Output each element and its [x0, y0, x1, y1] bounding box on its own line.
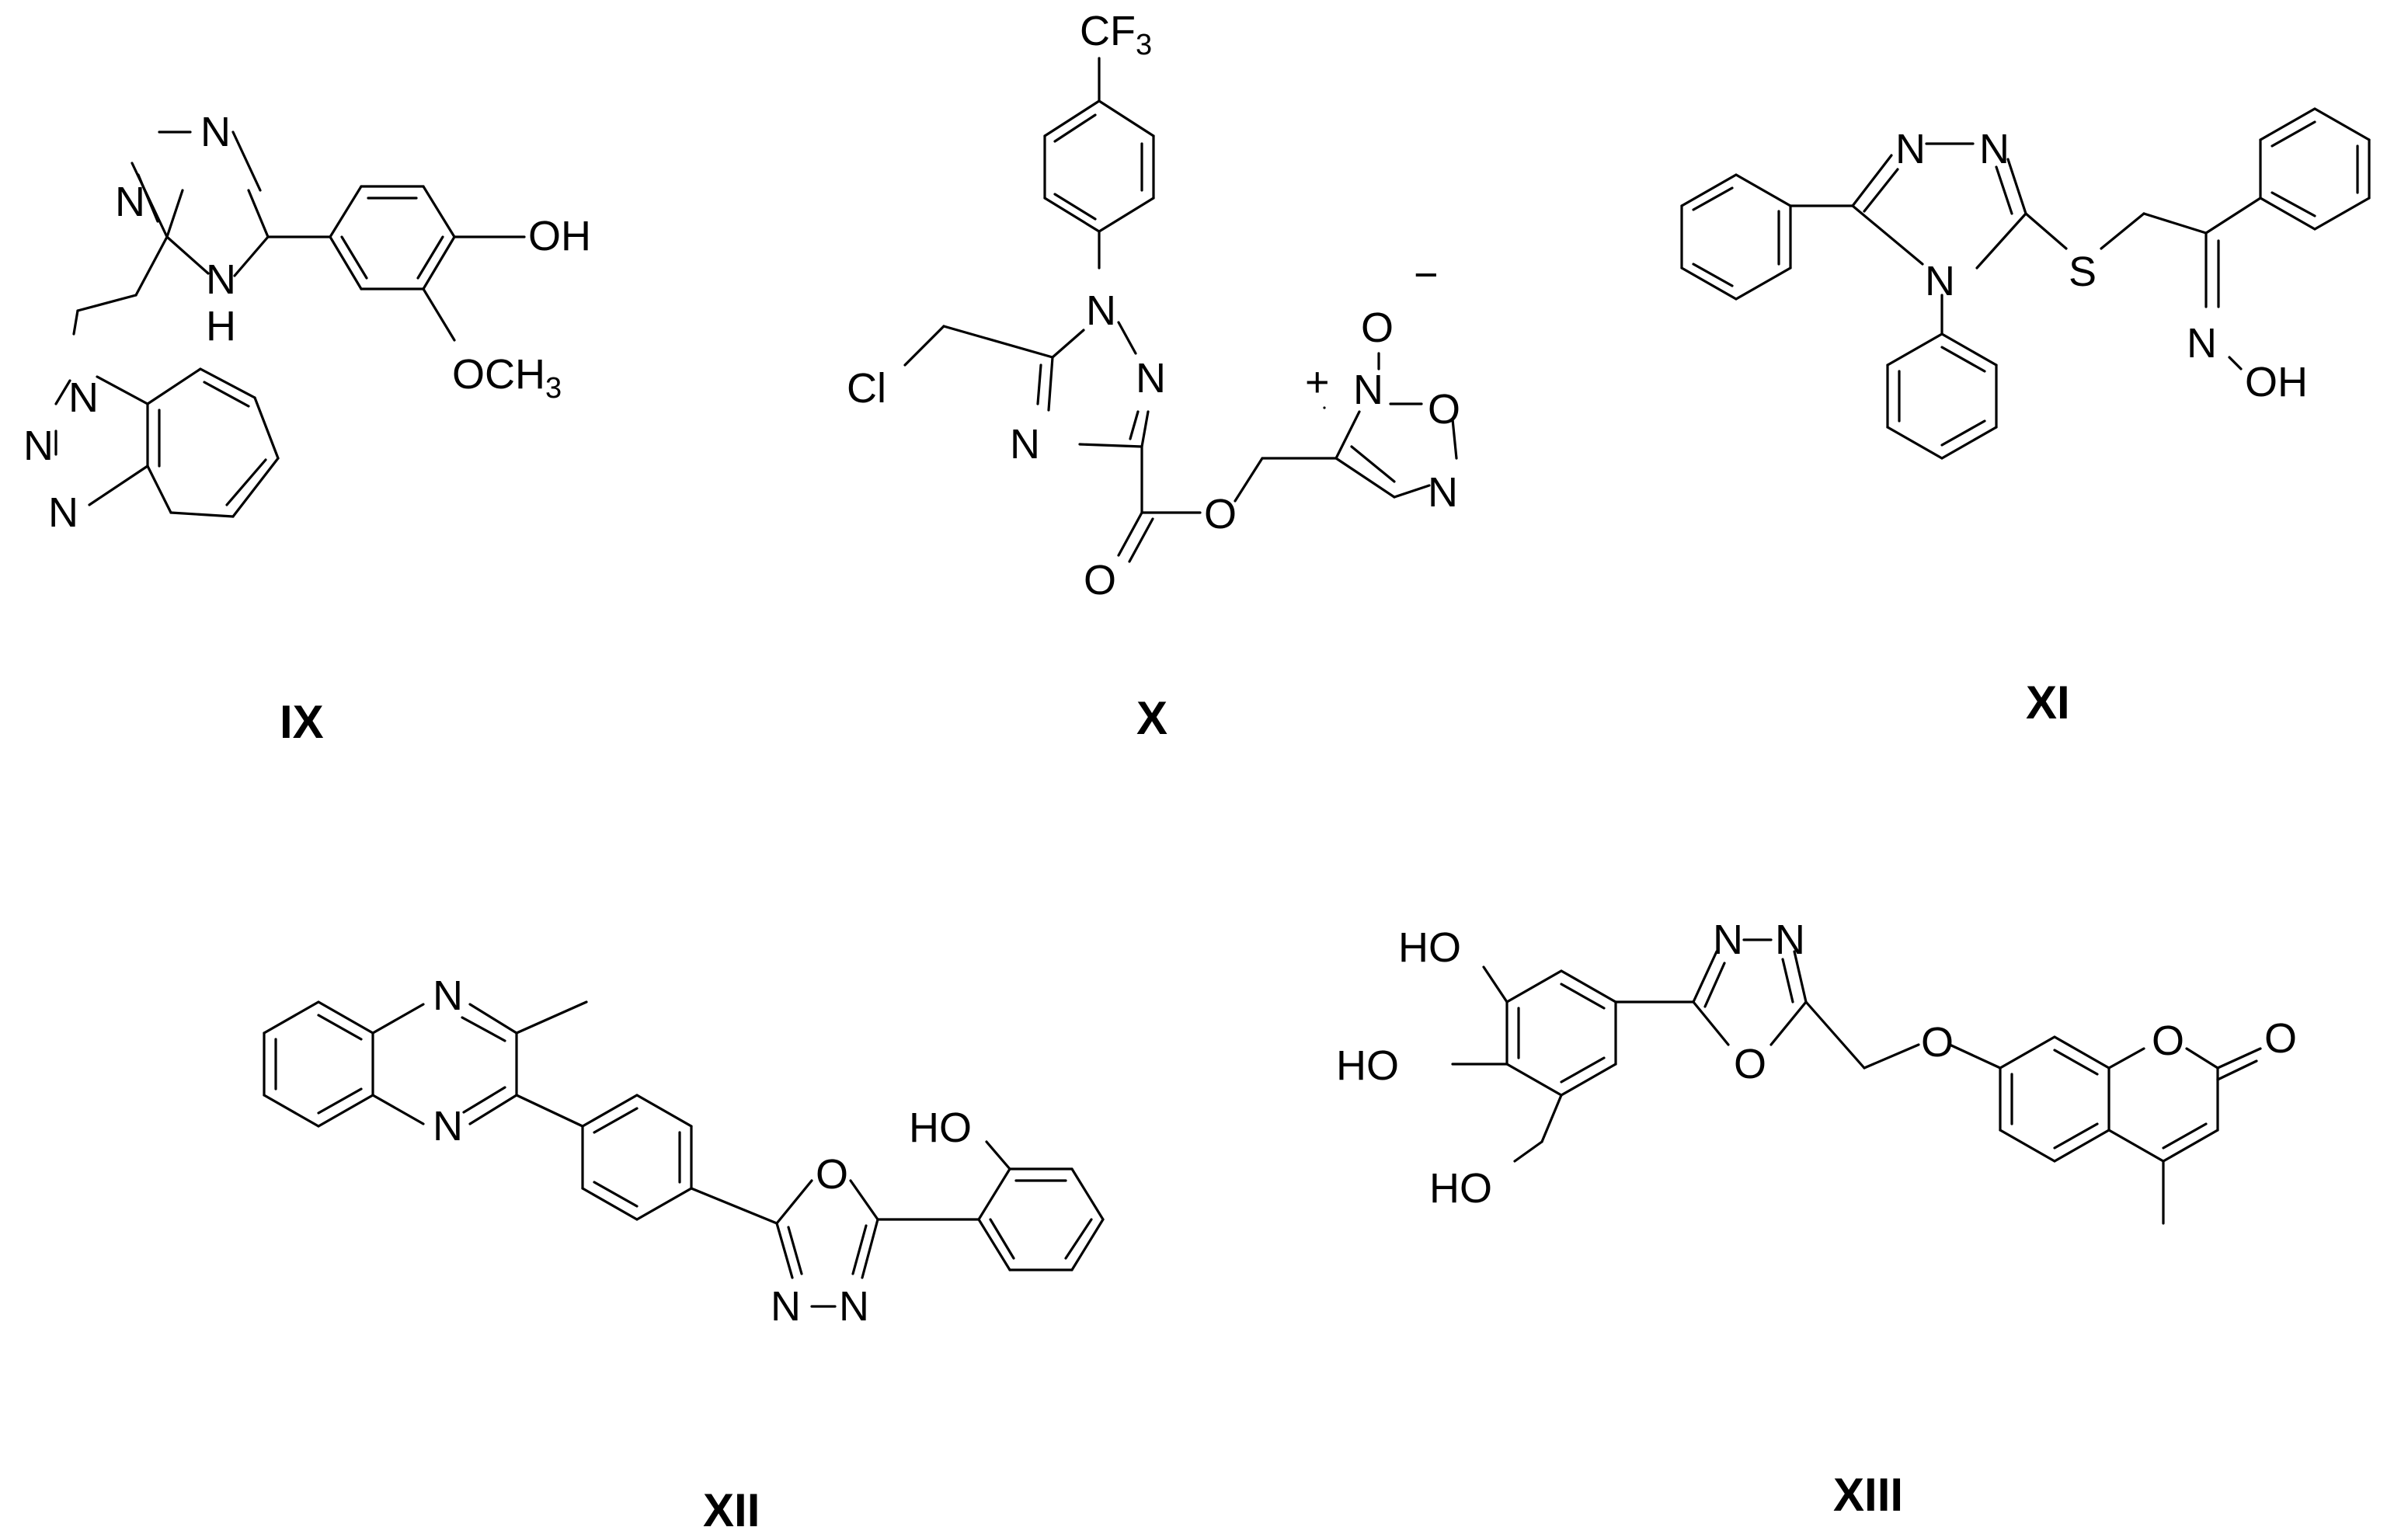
compound-xiii-atom-labels: HO HO HO N N O O O O — [1336, 917, 2297, 1212]
atom-o-ester: O — [1204, 491, 1237, 537]
atom-n: N — [1713, 917, 1743, 963]
atom-n: N — [1136, 355, 1166, 402]
compound-label-xi: XI — [2026, 677, 2070, 729]
compound-xii-bonds — [263, 1000, 1105, 1308]
atom-n: N — [1010, 421, 1040, 468]
atom-n: N — [115, 179, 145, 225]
atom-o-carbonyl: O — [1084, 557, 1116, 604]
atom-n: N — [433, 1103, 463, 1150]
compound-label-xiii: XIII — [1833, 1469, 1903, 1521]
atom-s: S — [2069, 249, 2097, 295]
atom-n-ring: N — [1428, 469, 1458, 516]
atom-n: N — [1979, 126, 2010, 172]
compound-x: CF3 Cl N N N O O N + O − O N X — [847, 8, 1460, 744]
compound-label-ix: IX — [280, 696, 324, 748]
atom-n: N — [1895, 126, 1926, 172]
atom-n-plus: N — [1353, 367, 1383, 413]
atom-n: N — [1775, 917, 1805, 963]
compound-ix: N N N H OH OCH3 N N N IX — [23, 109, 591, 748]
atom-och3-text: OCH — [452, 351, 545, 398]
atom-ho: HO — [1429, 1165, 1492, 1212]
compound-xi-bonds — [1680, 107, 2371, 460]
atom-n: N — [771, 1283, 801, 1330]
atom-ho: HO — [1398, 924, 1461, 971]
atom-n: N — [1086, 287, 1116, 334]
atom-n-oxime: N — [2187, 320, 2217, 367]
atom-nh-h: H — [206, 303, 236, 350]
atom-o-ether: O — [1921, 1019, 1954, 1066]
charge-plus: + — [1305, 359, 1330, 405]
atom-och3-subscript: 3 — [545, 372, 562, 405]
atom-cf3: CF3 — [1080, 8, 1152, 61]
atom-och3: OCH3 — [452, 351, 562, 405]
compound-label-xii: XII — [703, 1484, 760, 1534]
atom-n: N — [68, 374, 99, 421]
atom-n: N — [1925, 258, 1955, 304]
atom-cl: Cl — [847, 365, 886, 412]
atom-oh: OH — [2245, 359, 2308, 405]
atom-o-minus: O — [1361, 304, 1394, 351]
atom-nh-n: N — [206, 256, 236, 303]
atom-o-carbonyl: O — [2264, 1015, 2297, 1062]
atom-ho: HO — [1336, 1042, 1399, 1089]
compound-ix-bonds — [54, 130, 526, 518]
compound-x-atom-labels: CF3 Cl N N N O O N + O − O N — [847, 8, 1460, 604]
compound-xii: N N O N N HO XII — [263, 972, 1105, 1534]
atom-o: O — [1734, 1041, 1766, 1087]
atom-ho: HO — [909, 1104, 972, 1151]
atom-oh: OH — [528, 213, 591, 259]
compound-xiii: HO HO HO N N O O O O XIII — [1336, 917, 2297, 1521]
atom-n: N — [23, 423, 54, 469]
atom-cf3-text: CF — [1080, 8, 1136, 54]
atom-n: N — [433, 972, 463, 1019]
compound-x-bonds — [903, 57, 1458, 563]
atom-n: N — [839, 1283, 869, 1330]
atom-n: N — [48, 489, 78, 536]
compound-xi: N N N S N OH XI — [1680, 107, 2371, 729]
compound-xi-atom-labels: N N N S N OH — [1895, 126, 2308, 405]
charge-minus: − — [1414, 252, 1439, 298]
compound-ix-atom-labels: N N N H OH OCH3 N N N — [23, 109, 591, 536]
compound-label-x: X — [1136, 692, 1167, 744]
atom-cf3-subscript: 3 — [1136, 29, 1152, 61]
atom-o-ring: O — [2152, 1017, 2184, 1064]
atom-n: N — [200, 109, 231, 155]
atom-o-ring: O — [1428, 386, 1460, 433]
atom-o: O — [816, 1151, 848, 1198]
compound-xii-atom-labels: N N O N N HO — [433, 972, 972, 1330]
compound-xiii-bonds — [1451, 938, 2262, 1225]
